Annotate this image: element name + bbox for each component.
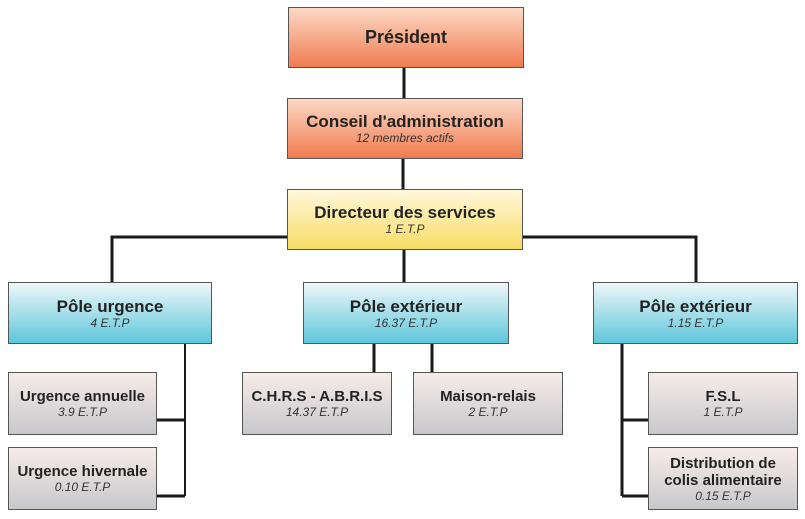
node-directeur: Directeur des services 1 E.T.P [287, 189, 523, 250]
node-title: Président [364, 27, 448, 47]
connector-directeur-poles-right [522, 235, 698, 282]
node-pole-exterieur-mid: Pôle extérieur 16.37 E.T.P [303, 282, 509, 344]
node-title: Conseil d'administration [306, 112, 504, 131]
node-title: Urgence annuelle [19, 388, 146, 405]
node-subtitle: 0.10 E.T.P [54, 480, 111, 494]
node-subtitle: 4 E.T.P [90, 315, 130, 330]
node-urgence-annuelle: Urgence annuelle 3.9 E.T.P [8, 372, 157, 435]
node-conseil: Conseil d'administration 12 membres acti… [287, 98, 523, 159]
node-title: Distribution de colis alimentaire [664, 454, 782, 489]
node-subtitle: 0.15 E.T.P [695, 488, 751, 503]
node-pole-exterieur-right: Pôle extérieur 1.15 E.T.P [593, 282, 798, 344]
node-pole-urgence: Pôle urgence 4 E.T.P [8, 282, 212, 344]
node-title: Pôle urgence [56, 296, 164, 316]
node-subtitle: 14.37 E.T.P [285, 405, 349, 419]
node-subtitle: 12 membres actifs [355, 131, 455, 145]
node-subtitle: 1 E.T.P [385, 222, 425, 236]
node-fsl: F.S.L 1 E.T.P [648, 372, 798, 435]
node-distribution-colis: Distribution de colis alimentaire 0.15 E… [648, 447, 798, 510]
node-title: Directeur des services [314, 203, 496, 222]
node-title: Maison-relais [440, 388, 536, 405]
node-subtitle: 2 E.T.P [468, 405, 508, 419]
node-title: Pôle extérieur [349, 296, 463, 316]
node-urgence-hivernale: Urgence hivernale 0.10 E.T.P [8, 447, 157, 510]
node-title: Pôle extérieur [639, 296, 752, 316]
node-subtitle: 3.9 E.T.P [58, 405, 107, 419]
connector-directeur-poles [110, 235, 287, 282]
node-title: Urgence hivernale [17, 463, 148, 480]
node-subtitle: 1.15 E.T.P [667, 315, 724, 330]
node-maison-relais: Maison-relais 2 E.T.P [413, 372, 563, 435]
node-chrs-abris: C.H.R.S - A.B.R.I.S 14.37 E.T.P [242, 372, 392, 435]
node-subtitle: 16.37 E.T.P [374, 315, 438, 330]
node-subtitle: 1 E.T.P [703, 405, 743, 419]
node-title: F.S.L [705, 388, 741, 405]
node-president: Président [288, 7, 524, 68]
node-title: C.H.R.S - A.B.R.I.S [251, 388, 383, 405]
